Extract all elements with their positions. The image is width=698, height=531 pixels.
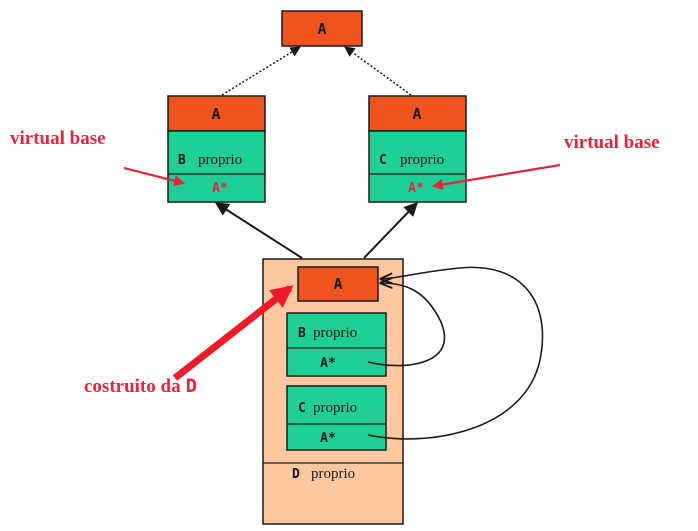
- constructed-word: costruito da: [84, 376, 181, 397]
- left-a-label: A: [211, 105, 220, 123]
- d-c-subobject: [286, 385, 387, 451]
- d-to-b-arrow: [214, 202, 303, 259]
- d-b-letter: B: [298, 326, 306, 341]
- b-pointer-loop: [367, 283, 446, 367]
- dotted-arrow-right: [344, 46, 412, 96]
- right-virtual-base-label: virtual base: [564, 132, 660, 153]
- d-b-pointer: A*: [320, 356, 336, 371]
- top-base-label: A: [317, 20, 326, 38]
- top-base-class-box: A: [281, 10, 363, 47]
- d-b-word: proprio: [313, 325, 357, 341]
- left-virtual-base-label: virtual base: [10, 128, 106, 149]
- right-object-c: A C proprio A*: [368, 95, 467, 203]
- derived-object-d: A B proprio A* C proprio A* D proprio: [262, 258, 404, 525]
- left-object-b: A B proprio A*: [167, 95, 266, 203]
- d-a-subobject: [297, 266, 379, 302]
- d-proprio-word: proprio: [311, 466, 355, 482]
- d-c-word: proprio: [313, 400, 357, 416]
- right-virtual-base-arrow: [431, 163, 561, 190]
- d-a-label: A: [333, 275, 342, 293]
- d-to-c-arrow: [363, 201, 418, 259]
- constructed-arrow: [172, 285, 294, 381]
- left-proprio-word: proprio: [198, 152, 242, 168]
- right-a-label: A: [412, 105, 421, 123]
- left-virtual-base-arrow: [123, 166, 186, 187]
- c-pointer-loop: [367, 266, 544, 440]
- right-proprio-word: proprio: [400, 152, 444, 168]
- right-pointer-label: A*: [408, 181, 424, 196]
- d-c-letter: C: [298, 401, 306, 416]
- left-proprio-letter: B: [178, 153, 186, 168]
- constructed-letter: D: [186, 375, 197, 397]
- left-pointer-label: A*: [212, 181, 228, 196]
- right-proprio-letter: C: [379, 153, 387, 168]
- d-c-pointer: A*: [320, 431, 336, 446]
- d-b-subobject: [286, 312, 387, 377]
- d-proprio-letter: D: [292, 467, 300, 482]
- dotted-arrow-left: [221, 46, 301, 96]
